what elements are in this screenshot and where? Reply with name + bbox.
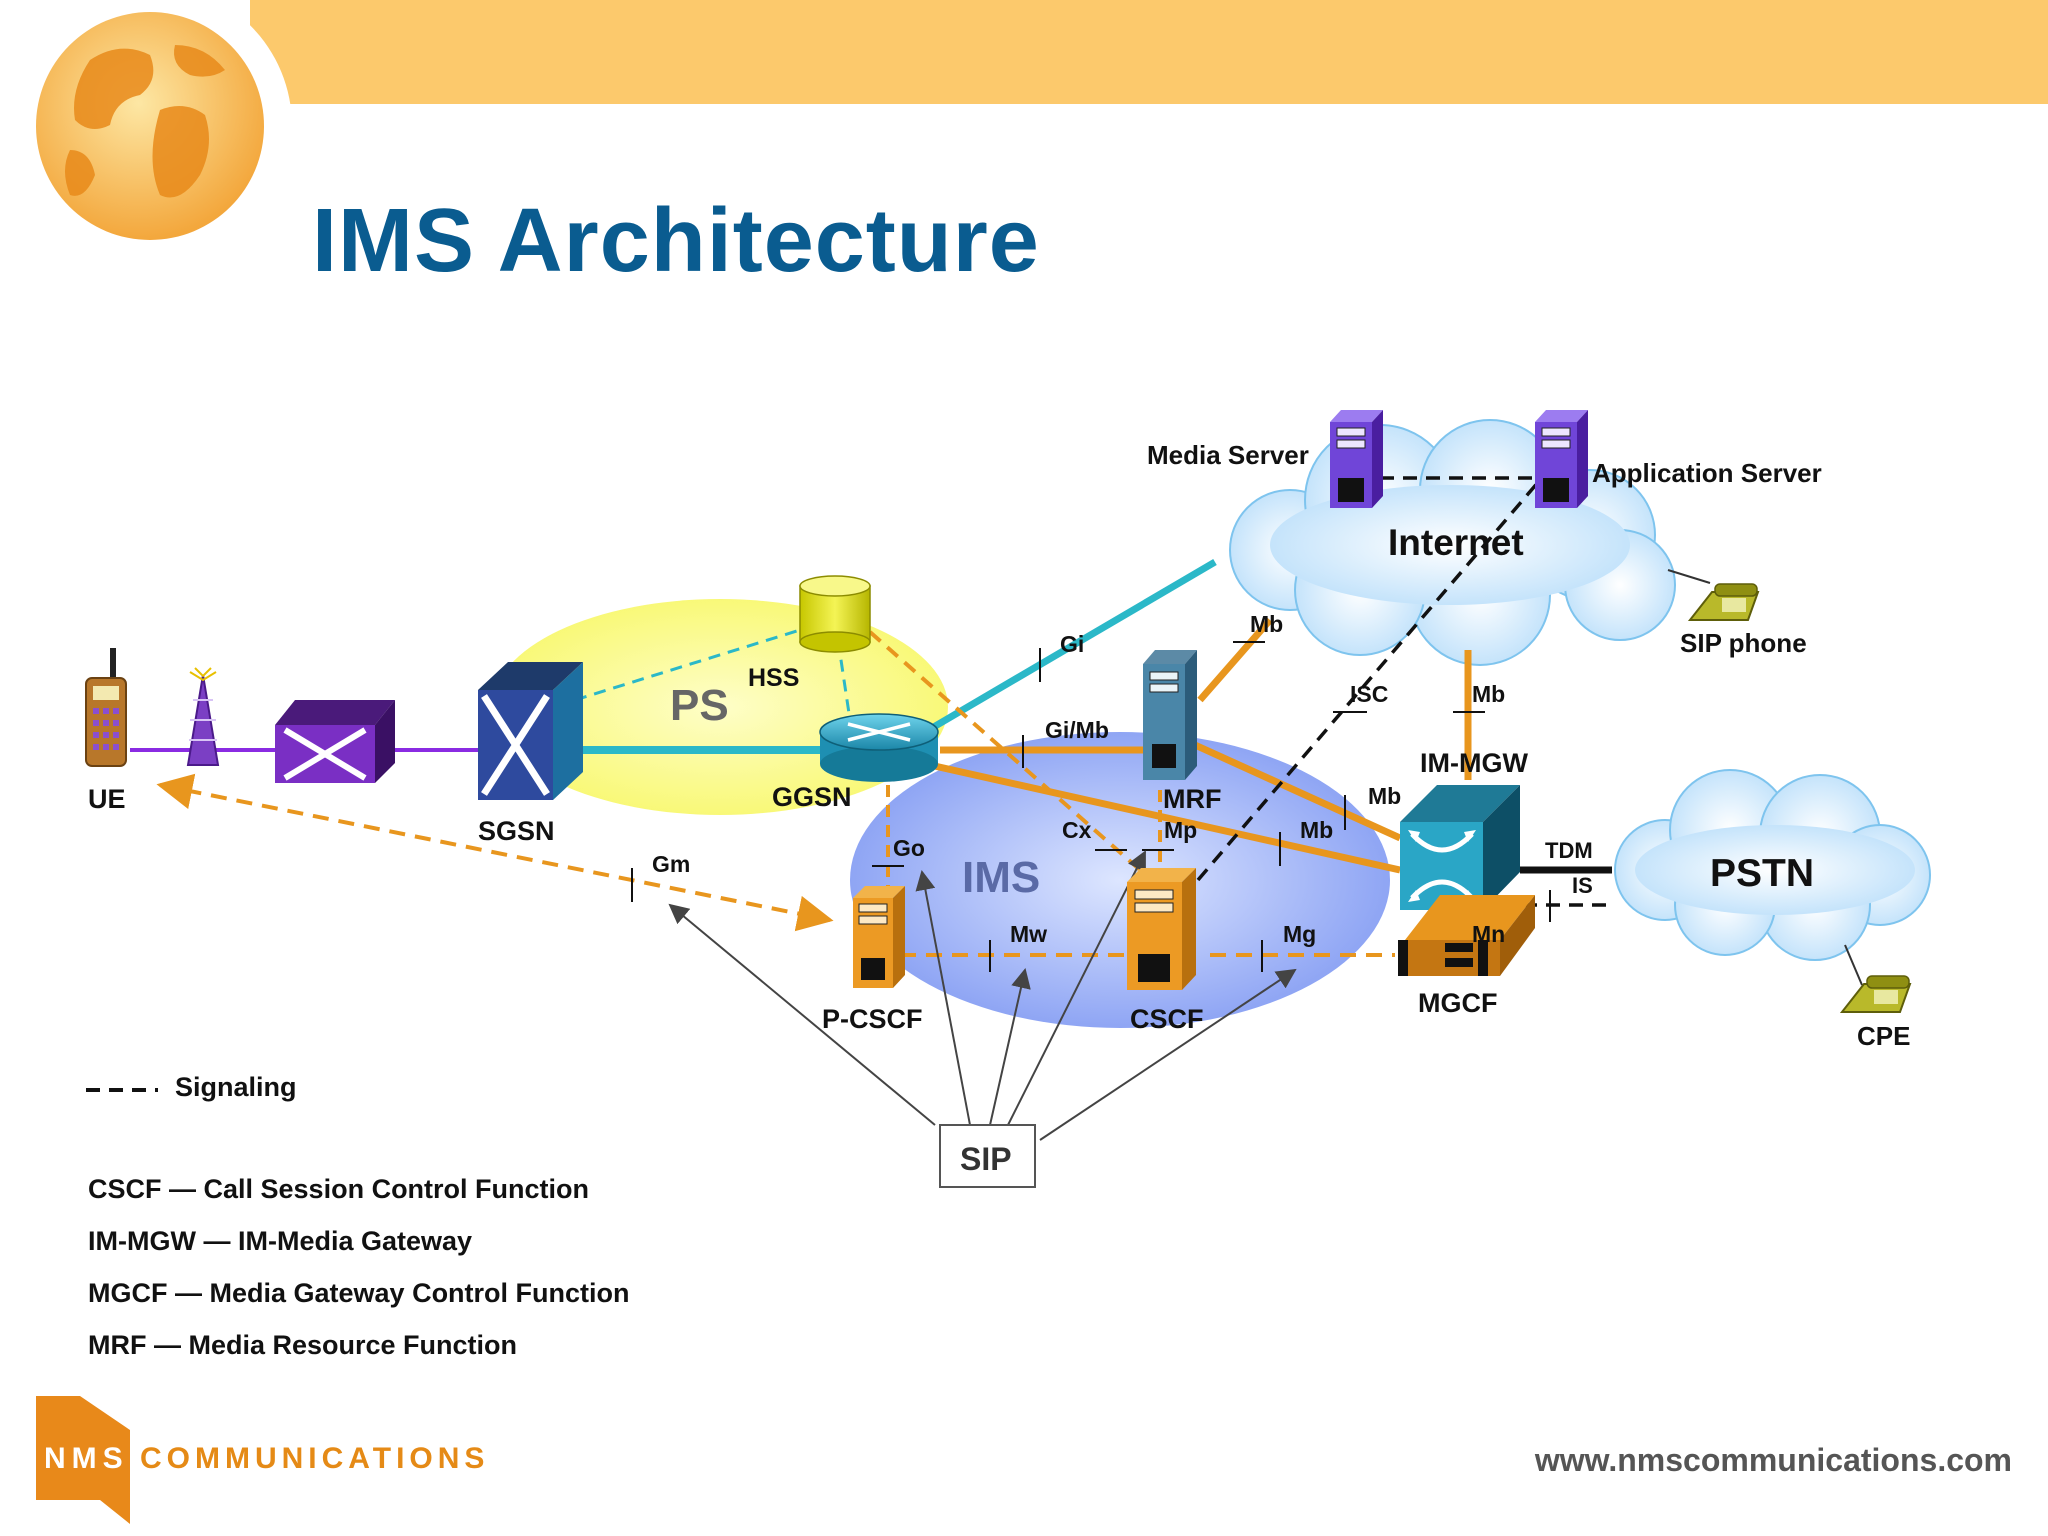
legend-item: IM-MGW — IM-Media Gateway (88, 1226, 473, 1256)
sip-label: SIP (960, 1141, 1012, 1177)
ps-label: PS (670, 681, 729, 730)
interface-isc-label: ISC (1350, 681, 1388, 707)
pstn-cloud (1614, 769, 1931, 961)
interface-mw-label: Mw (1010, 921, 1047, 947)
interface-mb-ggsn-label: Mb (1300, 817, 1333, 843)
link-hss-cscf (868, 630, 1142, 872)
cpe-phone-icon (1839, 975, 1912, 1013)
ims-label: IMS (962, 853, 1040, 902)
legend-item: CSCF — Call Session Control Function (88, 1174, 590, 1204)
immgw-label: IM-MGW (1420, 748, 1528, 778)
link-cpe (1844, 944, 1863, 986)
interface-mg-label: Mg (1283, 921, 1316, 947)
interface-mb-mrf-label: Mb (1368, 783, 1401, 809)
mrf-server-icon (1143, 650, 1197, 780)
media-server-label: Media Server (1147, 440, 1309, 470)
immgw-switch-icon (1400, 785, 1520, 910)
interface-go-label: Go (893, 835, 925, 861)
pcscf-server-icon (853, 886, 905, 988)
logo-suffix: COMMUNICATIONS (140, 1442, 490, 1475)
cscf-label: CSCF (1130, 1004, 1204, 1034)
bsc-switch-icon (275, 700, 395, 783)
radio-tower-icon (186, 667, 220, 766)
link-sip-phone (1667, 569, 1711, 584)
link-ggsn-immgw (929, 761, 1401, 874)
footer-url[interactable]: www.nmscommunications.com (1534, 1442, 2012, 1478)
interface-gm-label: Gm (652, 851, 690, 877)
link-hss-ggsn (836, 639, 852, 721)
ue-label: UE (88, 784, 126, 814)
ims-region (850, 732, 1390, 1028)
sip-arrows (668, 850, 1297, 1141)
sgsn-switch-icon (478, 662, 583, 800)
pcscf-label: P-CSCF (822, 1004, 923, 1034)
legend-item: MRF — Media Resource Function (88, 1330, 518, 1360)
ue-handset-icon (85, 648, 127, 767)
cscf-server-icon (1127, 868, 1196, 990)
cpe-label: CPE (1857, 1021, 1910, 1051)
application-server-label: Application Server (1592, 458, 1822, 488)
pstn-label: PSTN (1710, 852, 1814, 895)
interface-isup-label: IS (1572, 873, 1593, 898)
ggsn-router-icon (819, 713, 939, 782)
media-server-icon (1330, 410, 1383, 508)
interface-gimb-label: Gi/Mb (1045, 717, 1109, 743)
application-server-icon (1535, 410, 1588, 508)
sip-phone-label: SIP phone (1680, 628, 1807, 658)
interface-mb-immgw-label: Mb (1472, 681, 1505, 707)
legend-item: MGCF — Media Gateway Control Function (88, 1278, 630, 1308)
mrf-label: MRF (1163, 784, 1221, 814)
interface-mp-label: Mp (1164, 817, 1197, 843)
sip-box (939, 1124, 1036, 1188)
link-mrf-internet (1197, 617, 1273, 703)
hss-database-icon (799, 575, 871, 653)
legend-signaling-label: Signaling (175, 1072, 297, 1102)
interface-tdm-label: TDM (1545, 838, 1593, 863)
link-gm (156, 773, 834, 932)
mgcf-device-icon (1398, 895, 1535, 976)
page-title: IMS Architecture (312, 191, 1040, 291)
link-isc (1196, 478, 1542, 882)
interface-mb-internet-label: Mb (1250, 611, 1283, 637)
nms-logo-icon (36, 1396, 130, 1524)
header-banner (250, 0, 2048, 104)
hss-label: HSS (748, 664, 799, 692)
sgsn-label: SGSN (478, 816, 555, 846)
link-ggsn-internet (918, 558, 1217, 739)
logo-prefix: NMS (44, 1442, 129, 1475)
ggsn-label: GGSN (772, 782, 852, 812)
interface-mn-label: Mn (1472, 921, 1505, 947)
internet-label: Internet (1388, 522, 1524, 563)
sip-phone-icon (1687, 583, 1760, 621)
link-mrf-immgw (1193, 741, 1402, 842)
interface-cx-label: Cx (1062, 817, 1092, 843)
internet-cloud (1229, 419, 1676, 666)
interface-gi-label: Gi (1060, 631, 1084, 657)
mgcf-label: MGCF (1418, 988, 1497, 1018)
globe-icon (36, 12, 264, 240)
